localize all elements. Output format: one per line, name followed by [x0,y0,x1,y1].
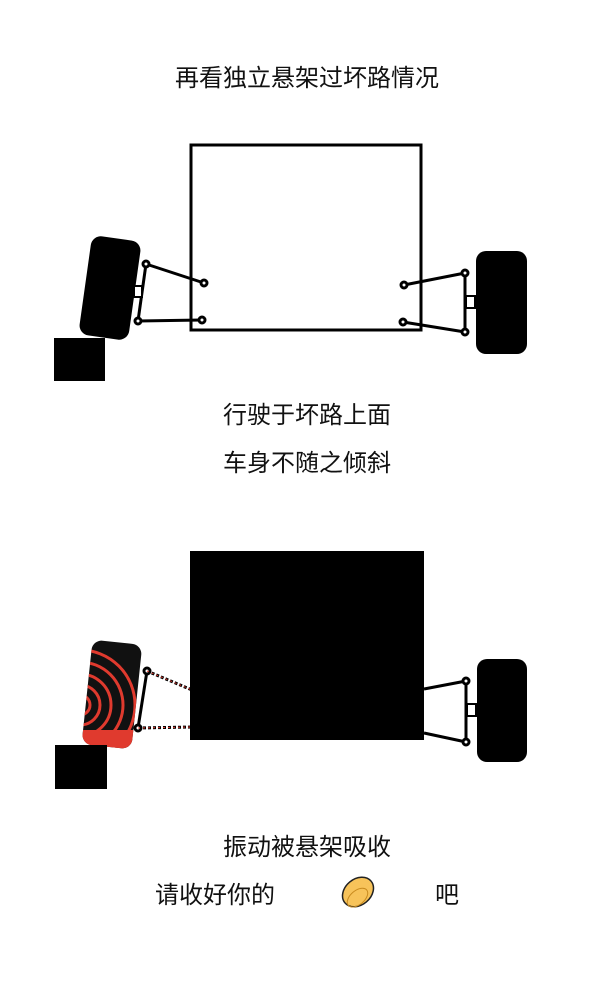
left-wheel-tilted [79,236,141,340]
right-suspension-arms [398,268,476,337]
road-bump-block [54,338,105,381]
caption2-prefix: 请收好你的 [155,881,275,909]
right-wheel [476,251,527,354]
car-body-outline [189,143,423,332]
caption1-line1: 行驶于坏路上面 [223,401,391,429]
golden-egg-icon [341,876,375,908]
right-wheel [477,659,527,762]
caption2-line1: 振动被悬架吸收 [223,833,391,861]
car-body-filled [190,551,424,740]
left-suspension-arms-red [133,666,193,733]
title: 再看独立悬架过坏路情况 [175,64,439,92]
right-suspension-arms [423,676,477,747]
bottom-diagram [55,551,527,789]
caption2-suffix: 吧 [435,881,459,909]
left-wheel-red-swirl [81,639,143,750]
left-suspension-arms [133,259,209,326]
caption1-line2: 车身不随之倾斜 [223,449,391,477]
road-bump-block [55,745,107,789]
top-diagram [54,143,527,381]
